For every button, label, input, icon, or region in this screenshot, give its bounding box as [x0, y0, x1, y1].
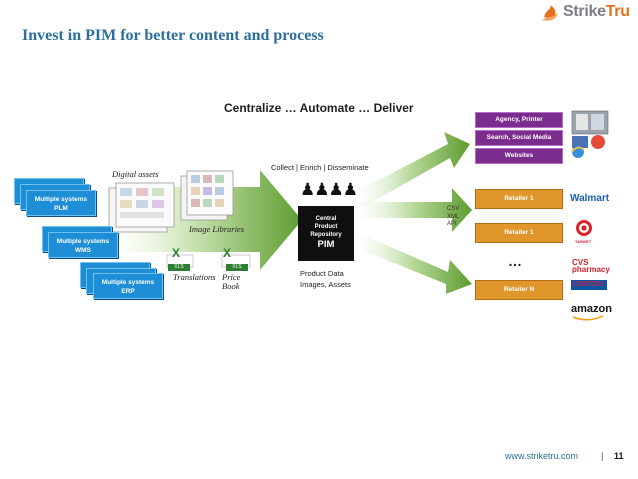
cvs-logo: CVS pharmacy [572, 258, 610, 274]
retailer-box-n: Retailer N [475, 280, 563, 300]
diagram-tagline: Centralize … Automate … Deliver [224, 101, 414, 115]
image-libraries-label: Image Libraries [189, 224, 245, 234]
logo-text-part1: Strike [563, 3, 606, 20]
diagram-arrows [95, 110, 609, 321]
price-book-xls-badge: XLS [226, 264, 248, 271]
translations-label: Translations [173, 272, 216, 282]
process-label: Collect | Enrich | Disseminate [271, 163, 369, 172]
footer-separator: | [601, 451, 604, 461]
footer-url: www.striketru.com [505, 451, 579, 461]
logo-text-part2: Tru [605, 3, 630, 20]
price-book-label: Price Book [222, 272, 241, 291]
slide-title: Invest in PIM for better content and pro… [22, 27, 324, 44]
channel-websites: Websites [475, 148, 563, 164]
plm-system-box: Multiple systems PLM [26, 190, 96, 216]
output-arrow-top [352, 132, 470, 210]
output-formats: CSV XML API [447, 206, 460, 227]
price-book-excel-icon: X [223, 246, 232, 260]
wms-system-box: Multiple systems WMS [48, 232, 118, 258]
browser-icon [571, 146, 585, 158]
image-libraries-thumbnail [180, 170, 234, 221]
pim-flow-diagram: Centralize … Automate … Deliver Collect … [0, 92, 638, 332]
striketru-logo: StrikeTru [541, 3, 636, 23]
digital-assets-label: Digital assets [112, 169, 159, 179]
amazon-smile-icon [572, 315, 604, 321]
output-arrow-middle [354, 188, 472, 232]
target-logo-icon [576, 220, 592, 236]
retailer-ellipsis: … [508, 253, 522, 269]
channel-search-social: Search, Social Media [475, 130, 563, 146]
central-pim-box: Central Product Repository PIM [298, 206, 354, 261]
costco-logo: COSTCO [573, 281, 603, 288]
pim-main-label: PIM [317, 239, 335, 250]
target-logo-text: TARGET [575, 239, 592, 244]
retailer-box-1: Retailer 1 [475, 189, 563, 209]
digital-assets-thumbnail [108, 182, 175, 233]
costco-logo-bg [571, 280, 607, 290]
erp-system-box: Multiple systems ERP [93, 273, 163, 299]
page-number: 11 [614, 451, 624, 461]
retailer-box-2: Retailer 1 [475, 223, 563, 243]
walmart-logo: Walmart [570, 193, 610, 204]
channel-agency-printer: Agency, Printer [475, 112, 563, 128]
output-arrow-bottom [352, 232, 472, 294]
search-social-image [572, 135, 605, 149]
agency-printer-image [571, 110, 609, 135]
images-assets-label: Images, Assets [300, 280, 351, 289]
translations-xls-badge: XLS [168, 264, 190, 271]
product-data-label: Product Data [300, 269, 344, 278]
translations-excel-icon: X [172, 246, 181, 260]
flame-icon [542, 5, 558, 21]
amazon-logo: amazon [571, 303, 612, 315]
people-icon: ♟♟♟♟ [300, 180, 358, 199]
